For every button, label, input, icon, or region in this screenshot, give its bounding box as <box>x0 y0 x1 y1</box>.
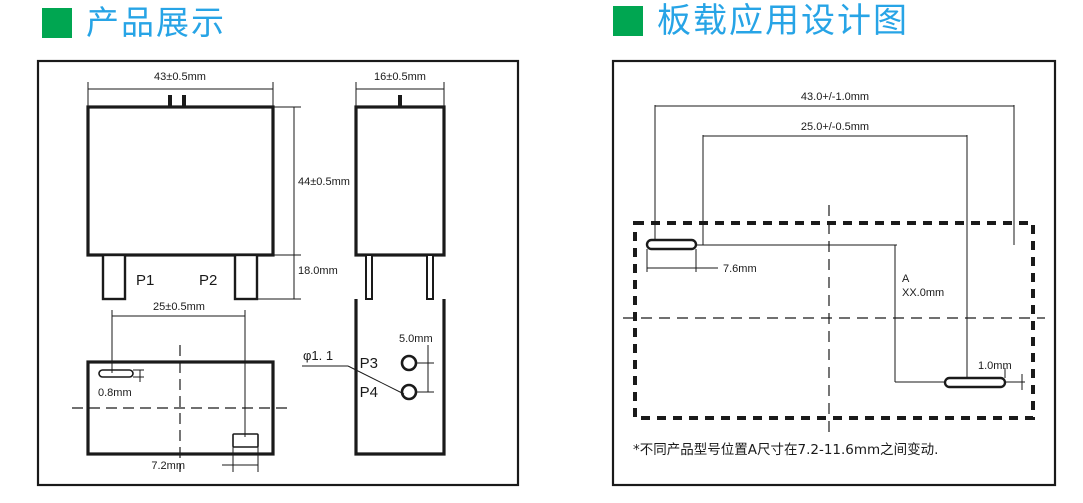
side-view-body <box>354 105 446 257</box>
pad-right-offset-dim-text: 1.0mm <box>978 360 1012 372</box>
pad-width-dim-text: 0.8mm <box>98 387 132 399</box>
side-width-dim-text: 16±0.5mm <box>374 71 426 83</box>
front-view-pin-p1 <box>101 253 127 301</box>
board-layout-header: 板载应用设计图 <box>613 2 909 40</box>
outer-width-dim-text: 43.0+/-1.0mm <box>801 91 869 103</box>
board-pad-bottom <box>943 376 1007 389</box>
front-width-dim-text: 43±0.5mm <box>154 71 206 83</box>
green-square-bullet-icon <box>613 6 643 36</box>
board-layout-title: 板载应用设计图 <box>657 1 909 41</box>
hole-detail-view: P3 P4 5.0mm φ1. 1 <box>302 299 446 456</box>
side-view-pin-left <box>365 254 373 300</box>
side-view-nub <box>398 95 402 107</box>
pad-left-offset-dim-text: 7.6mm <box>723 263 757 275</box>
hole-diameter-leader-diagonal <box>347 365 405 395</box>
top-view-pad-left <box>98 369 134 378</box>
pad-pitch-dim-text: 25±0.5mm <box>153 301 205 313</box>
front-view-body <box>86 105 275 257</box>
product-display-title: 产品展示 <box>86 3 226 42</box>
front-view-nub-left <box>168 95 172 107</box>
front-view-pin-p2 <box>233 253 259 301</box>
top-view: 0.8mm 25±0.5mm 7.2mm <box>72 301 289 472</box>
right-drawing-frame <box>611 59 1057 487</box>
dimension-a-label: A <box>902 273 910 285</box>
pad-offset-dim-text: 7.2mm <box>151 460 185 472</box>
hole-label-p3: P3 <box>360 355 378 372</box>
board-layout-panel: 板载应用设计图 43.0+/-1.0mm 25.0+/-0.5mm 7.6mm <box>590 0 1083 503</box>
front-view: 43±0.5mm 44±0.5mm 18.0mm P1 P2 <box>86 71 350 301</box>
hole-p4 <box>400 383 418 401</box>
hole-p3 <box>400 354 418 372</box>
left-drawing-frame <box>36 59 520 487</box>
front-pin-dim-text: 18.0mm <box>298 265 338 277</box>
board-pad-top <box>645 238 698 251</box>
pin-label-p2: P2 <box>199 272 217 289</box>
board-layout-footnote: *不同产品型号位置A尺寸在7.2-11.6mm之间变动. <box>633 442 938 458</box>
front-view-nub-right <box>182 95 186 107</box>
product-dimension-drawing: 43±0.5mm 44±0.5mm 18.0mm P1 P2 16±0.5mm <box>36 59 520 487</box>
pin-label-p1: P1 <box>136 272 154 289</box>
hole-label-p4: P4 <box>360 384 378 401</box>
inner-width-dim-text: 25.0+/-0.5mm <box>801 121 869 133</box>
front-height-dim-text: 44±0.5mm <box>298 176 350 188</box>
side-view-pin-right <box>426 254 434 300</box>
hole-spacing-dim-text: 5.0mm <box>399 333 433 345</box>
hole-diameter-dim-text: φ1. 1 <box>303 348 333 363</box>
side-view: 16±0.5mm <box>354 71 446 300</box>
board-outline-dashed <box>633 221 1035 420</box>
board-layout-drawing: 43.0+/-1.0mm 25.0+/-0.5mm 7.6mm A XX.0mm… <box>611 59 1057 487</box>
product-display-panel: 产品展示 43±0.5mm 44±0.5mm <box>36 4 520 487</box>
product-display-header: 产品展示 <box>42 4 226 42</box>
hole-detail-outline <box>354 299 446 456</box>
green-square-bullet-icon <box>42 8 72 38</box>
dimension-a-value: XX.0mm <box>902 287 944 299</box>
